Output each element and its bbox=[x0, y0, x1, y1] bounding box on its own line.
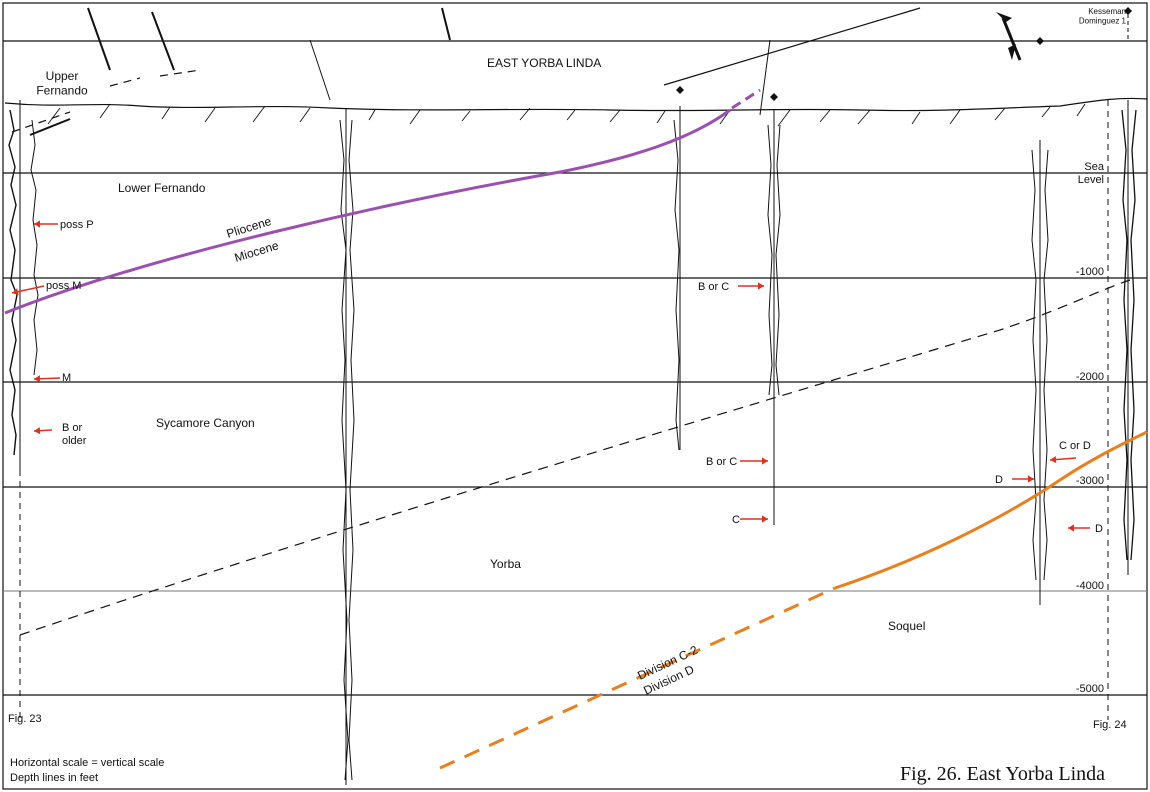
depth-3000: -3000 bbox=[1076, 475, 1104, 487]
well-logs bbox=[8, 14, 1137, 785]
arrow-label-d-2: D bbox=[1095, 523, 1103, 535]
unit-lower-fernando: Lower Fernando bbox=[118, 181, 206, 195]
lower-fernando-edge bbox=[29, 118, 71, 136]
arrow-label-b-or-c-1: B or C bbox=[698, 281, 729, 293]
depth-1000: -1000 bbox=[1076, 266, 1104, 278]
depth-2000: -2000 bbox=[1076, 371, 1104, 383]
fig-ref-left: Fig. 23 bbox=[8, 713, 42, 725]
red-arrow-head bbox=[34, 220, 40, 228]
area-label: EAST YORBA LINDA bbox=[487, 56, 601, 70]
note-depth: Depth lines in feet bbox=[10, 772, 98, 784]
red-arrow-head bbox=[1028, 475, 1034, 483]
faults-top bbox=[87, 7, 921, 116]
arrow-label-poss-p: poss P bbox=[60, 219, 94, 231]
figure-title: Fig. 26. East Yorba Linda bbox=[900, 763, 1105, 785]
well-marker bbox=[770, 93, 778, 101]
north-arrow-icon bbox=[996, 12, 1022, 61]
pliocene-miocene-dashed bbox=[731, 88, 761, 110]
red-arrow-head bbox=[758, 282, 764, 290]
sycamore-yorba-boundary bbox=[19, 279, 1131, 636]
arrow-label-m: M bbox=[62, 372, 71, 384]
red-arrow-head bbox=[34, 375, 41, 383]
boundary-labels: Pliocene Miocene Division C-2 Division D bbox=[225, 214, 700, 698]
red-arrow-head bbox=[762, 457, 768, 465]
red-arrows bbox=[11, 220, 1090, 532]
red-arrow-head bbox=[1050, 455, 1057, 464]
red-arrow-head bbox=[1068, 524, 1074, 532]
well-marker bbox=[1036, 37, 1044, 45]
red-arrow-head bbox=[12, 288, 19, 296]
red-arrow-head bbox=[762, 515, 768, 523]
depth-5000: -5000 bbox=[1076, 683, 1104, 695]
arrow-label-c: C bbox=[732, 514, 740, 526]
ground-surface bbox=[4, 69, 1148, 136]
unit-sycamore-canyon: Sycamore Canyon bbox=[156, 416, 255, 430]
depth-lines bbox=[3, 40, 1147, 696]
well-1-log bbox=[8, 109, 18, 456]
arrow-label-b-or-c-2: B or C bbox=[706, 456, 737, 468]
unit-yorba: Yorba bbox=[490, 557, 521, 571]
well-marker bbox=[1124, 7, 1132, 15]
division-line-dashed bbox=[439, 586, 836, 770]
arrow-label-d-1: D bbox=[995, 474, 1003, 486]
label-miocene: Miocene bbox=[233, 238, 281, 265]
well-markers bbox=[676, 7, 1132, 101]
footer: Fig. 23 Fig. 24 Horizontal scale = verti… bbox=[8, 713, 1127, 785]
arrow-label-c-or-d: C or D bbox=[1059, 440, 1091, 452]
well-marker bbox=[676, 86, 684, 94]
unit-soquel: Soquel bbox=[888, 619, 925, 633]
surface-hachures bbox=[47, 103, 1086, 127]
fig-ref-right: Fig. 24 bbox=[1093, 719, 1127, 731]
arrow-label-poss-m: poss M bbox=[46, 280, 81, 292]
note-scale: Horizontal scale = vertical scale bbox=[10, 757, 164, 769]
red-arrow-head bbox=[34, 427, 41, 435]
pliocene-miocene-line bbox=[4, 108, 731, 315]
division-line-solid bbox=[834, 430, 1148, 590]
depth-4000: -4000 bbox=[1076, 580, 1104, 592]
dashed-surface-left bbox=[11, 69, 201, 133]
